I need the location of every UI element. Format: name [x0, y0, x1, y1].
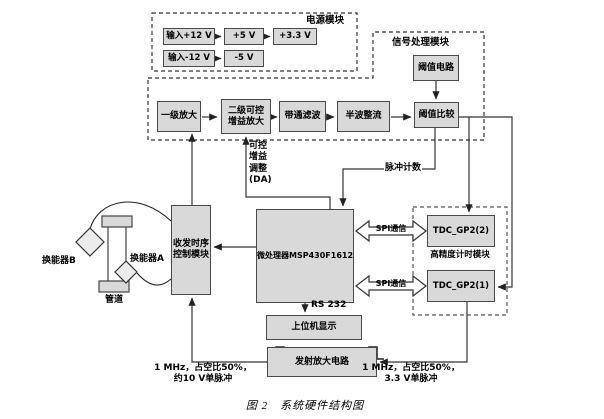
power-5v-box: +5 V: [224, 28, 264, 45]
rectifier-box: 半波整流: [337, 101, 390, 132]
tx-amp-box: 发射放大电路: [267, 347, 377, 377]
power-input-pos-box: 输入+12 V: [163, 28, 215, 45]
power-neg5v-box: -5 V: [224, 50, 264, 67]
pulse-count-label: 脉冲计数: [384, 163, 423, 175]
transducer-b-label: 换能器B: [42, 256, 76, 266]
signal-module-outline: [147, 31, 485, 141]
transducer-b-shape: [75, 227, 105, 257]
comparator-to-tdc1-line: [459, 116, 513, 291]
pipe-flange-top: [101, 215, 133, 228]
pulse-left-note: 1 MHz，占空比50%， 约10 V单脉冲: [142, 363, 264, 386]
gain-adjust-line3: 调整: [249, 163, 268, 174]
txrx-control-box: 收发时序 控制模块: [171, 205, 211, 295]
gain-adjust-line: [242, 136, 331, 209]
spi-label-tdc2: SPI通信: [375, 224, 407, 233]
mcu-box: 微处理器MSP430F1612: [256, 209, 354, 303]
tdc2-box: TDC_GP2(2): [427, 215, 495, 247]
power-module-label: 电源模块: [306, 15, 345, 26]
amp1-box: 一级放大: [157, 101, 201, 132]
spi-arrow-tdc1: [355, 274, 427, 298]
transducer-b-wire: [89, 201, 172, 230]
transducer-a-label: 换能器A: [130, 254, 164, 264]
txrx-line1: 收发时序: [172, 239, 209, 250]
pipe-flange-bottom: [98, 280, 130, 293]
pipe-assembly: [75, 201, 172, 293]
transducer-a-wire: [136, 272, 172, 286]
gain-adjust-line4: (DA): [249, 174, 272, 185]
timing-module-label: 高精度计时模块: [430, 250, 490, 260]
amp2-box: 二级可控 增益放大: [221, 99, 271, 134]
gain-adjust-line2: 增益: [249, 152, 268, 163]
pipe-label: 管道: [104, 295, 123, 305]
pulse-right-line2: 3.3 V单脉冲: [384, 374, 438, 385]
threshold-circuit-box: 阈值电路: [413, 55, 459, 81]
power-arrows: [213, 32, 271, 63]
amp2-line2: 增益放大: [227, 116, 264, 127]
txamp-to-txrx-line: [188, 297, 267, 363]
pulse-right-line1: 1 MHz，占空比50%，: [362, 363, 460, 373]
amp2-line1: 二级可控: [227, 105, 264, 116]
pulse-left-line1: 1 MHz，占空比50%，: [154, 363, 252, 373]
bandpass-box: 带通滤波: [279, 101, 326, 132]
tdc1-to-txamp-line: [379, 302, 468, 366]
pulse-right-note: 1 MHz，占空比50%， 3.3 V单脉冲: [352, 363, 470, 386]
pulse-left-line2: 约10 V单脉冲: [173, 374, 233, 385]
txrx-line2: 控制模块: [172, 250, 209, 260]
comparator-box: 阈值比较: [414, 102, 459, 128]
timing-module-outline: [412, 206, 508, 316]
signal-module-label: 信号处理模块: [392, 37, 450, 48]
spi-label-tdc1: SPI通信: [375, 279, 407, 288]
rs232-label: RS 232: [311, 300, 347, 310]
power-input-neg-box: 输入-12 V: [163, 50, 215, 67]
spi-arrow-tdc2: [355, 219, 427, 243]
power-3v3-box: +3.3 V: [273, 28, 317, 45]
transducer-a-shape: [114, 260, 138, 284]
gain-adjust-line1: 可控: [249, 141, 268, 151]
host-display-box: 上位机显示: [266, 315, 362, 340]
tdc1-box: TDC_GP2(1): [427, 270, 495, 302]
figure-caption: 图 2 系统硬件结构图: [245, 400, 365, 412]
chain-arrows: [202, 81, 440, 121]
gain-adjust-label: 可控 增益 调整 (DA): [249, 141, 272, 186]
power-module-outline: [151, 12, 358, 72]
